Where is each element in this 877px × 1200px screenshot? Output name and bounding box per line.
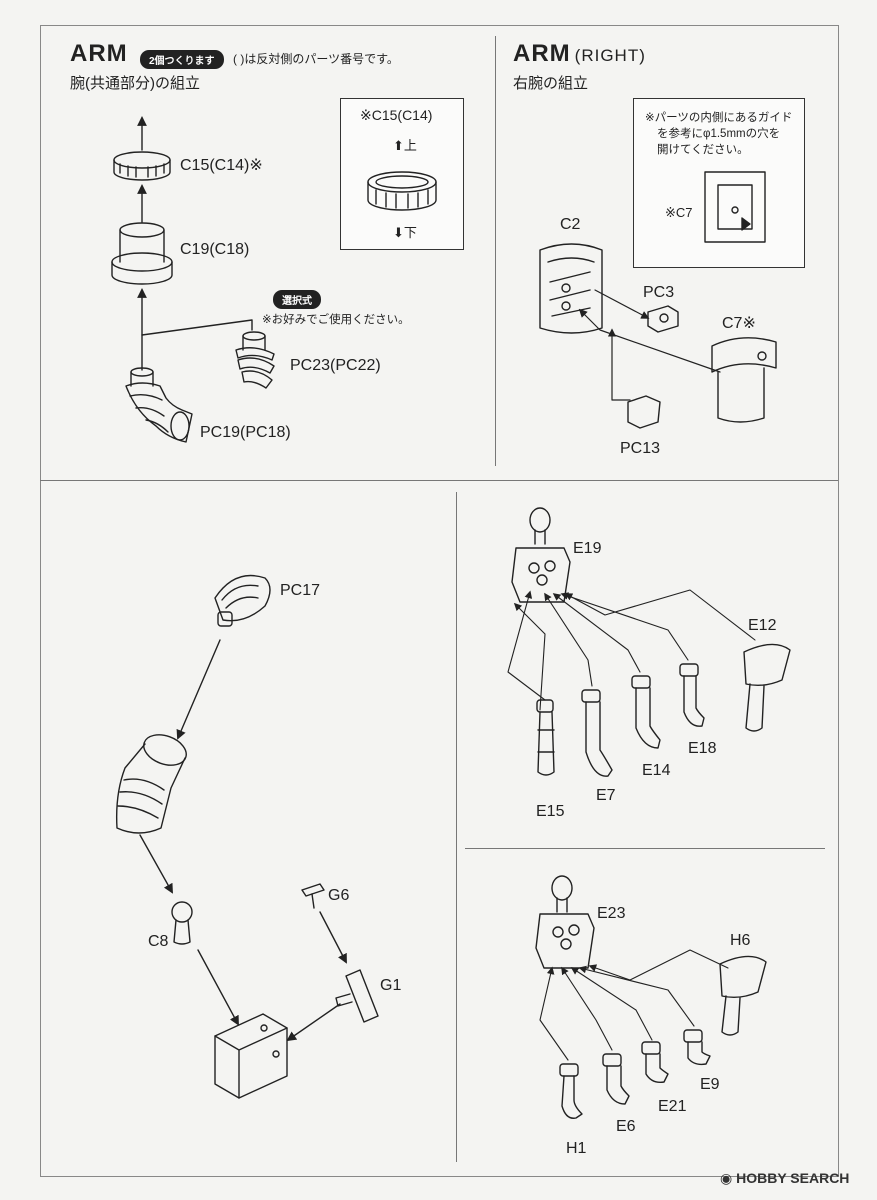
label-e21: E21: [658, 1098, 687, 1115]
label-pc23: PC23(PC22): [290, 357, 381, 374]
part-e23-drawing: [535, 875, 595, 969]
drill-note-line-1: ※パーツの内側にあるガイド: [645, 112, 793, 124]
part-c15-drawing: [113, 151, 171, 181]
paren-note: ( )は反対側のパーツ番号です。: [233, 52, 399, 66]
label-g6: G6: [328, 887, 350, 904]
divider-top-vertical: [495, 36, 496, 466]
part-pc13-drawing: [627, 395, 661, 429]
page-frame: [40, 25, 839, 1177]
part-elbow-joint-drawing: [115, 734, 187, 834]
finger-e18-drawing: [679, 663, 705, 727]
finger-e15-drawing: [536, 699, 555, 776]
label-c2: C2: [560, 216, 581, 233]
finger-h1-drawing: [559, 1063, 583, 1119]
arrow-down-icon: ⬇: [393, 225, 404, 240]
label-pc17: PC17: [280, 582, 321, 599]
divider-hand: [465, 848, 825, 849]
arm-common-title: ARM: [70, 40, 128, 67]
part-pc17-drawing: [214, 574, 271, 627]
part-h6-drawing: [719, 955, 767, 1036]
label-c8: C8: [148, 933, 169, 950]
label-h1: H1: [566, 1140, 587, 1157]
label-c19: C19(C18): [180, 241, 250, 258]
part-forearm-drawing: [214, 1013, 288, 1099]
drill-note-line-3: 開けてください。: [657, 144, 749, 156]
label-e15: E15: [536, 803, 565, 820]
label-h6: H6: [730, 932, 751, 949]
c15-detail-box: [340, 98, 464, 250]
watermark: ◉ HOBBY SEARCH: [720, 1170, 850, 1186]
label-e12: E12: [748, 617, 777, 634]
drill-note-part: ※C7: [665, 205, 693, 220]
c15-detail-title: ※C15(C14): [360, 107, 433, 123]
part-e12-drawing: [743, 643, 791, 732]
finger-e7-drawing: [581, 689, 613, 777]
label-e18: E18: [688, 740, 717, 757]
label-e6: E6: [616, 1118, 636, 1135]
label-e19: E19: [573, 540, 602, 557]
label-pc19: PC19(PC18): [200, 424, 291, 441]
arm-right-title: ARM(RIGHT): [513, 40, 646, 67]
label-e23: E23: [597, 905, 626, 922]
finger-e6-drawing: [602, 1053, 630, 1105]
part-c7-drawing: [711, 337, 777, 423]
part-c2-drawing: [539, 243, 603, 334]
part-c8-drawing: [171, 901, 193, 945]
part-pc23-drawing: [235, 331, 275, 389]
label-c7: C7※: [722, 315, 756, 332]
part-pc3-drawing: [647, 305, 679, 333]
label-g1: G1: [380, 977, 402, 994]
hobby-search-logo-icon: ◉: [720, 1170, 733, 1186]
arm-common-subtitle: 腕(共通部分)の組立: [70, 75, 200, 92]
finger-e9-drawing: [683, 1029, 711, 1066]
c15-detail-drawing: [367, 171, 437, 211]
finger-e14-drawing: [631, 675, 661, 749]
label-e14: E14: [642, 762, 671, 779]
count-badge: 2個つくります: [140, 50, 224, 69]
c7-detail-drawing: [704, 171, 766, 243]
divider-bottom-vertical: [456, 492, 457, 1162]
drill-note-box: [633, 98, 805, 268]
drill-note-line-2: を参考にφ1.5mmの穴を: [657, 128, 781, 140]
label-pc3: PC3: [643, 284, 675, 301]
label-pc13: PC13: [620, 440, 661, 457]
finger-e21-drawing: [641, 1041, 669, 1084]
part-g6-drawing: [301, 883, 325, 909]
label-c15: C15(C14)※: [180, 157, 263, 174]
part-c19-drawing: [111, 222, 173, 285]
label-e9: E9: [700, 1076, 720, 1093]
part-pc19-drawing: [125, 367, 193, 443]
divider-horizontal: [40, 480, 838, 481]
option-badge: 選択式: [273, 290, 321, 309]
label-e7: E7: [596, 787, 616, 804]
c15-up-label: ⬆上: [393, 138, 417, 153]
arm-right-subtitle: 右腕の組立: [513, 75, 589, 92]
c15-down-label: ⬇下: [393, 225, 417, 240]
part-g1-drawing: [335, 969, 379, 1023]
option-note: ※お好みでご使用ください。: [262, 314, 410, 326]
part-e19-drawing: [511, 507, 571, 603]
arrow-up-icon: ⬆: [393, 138, 404, 153]
